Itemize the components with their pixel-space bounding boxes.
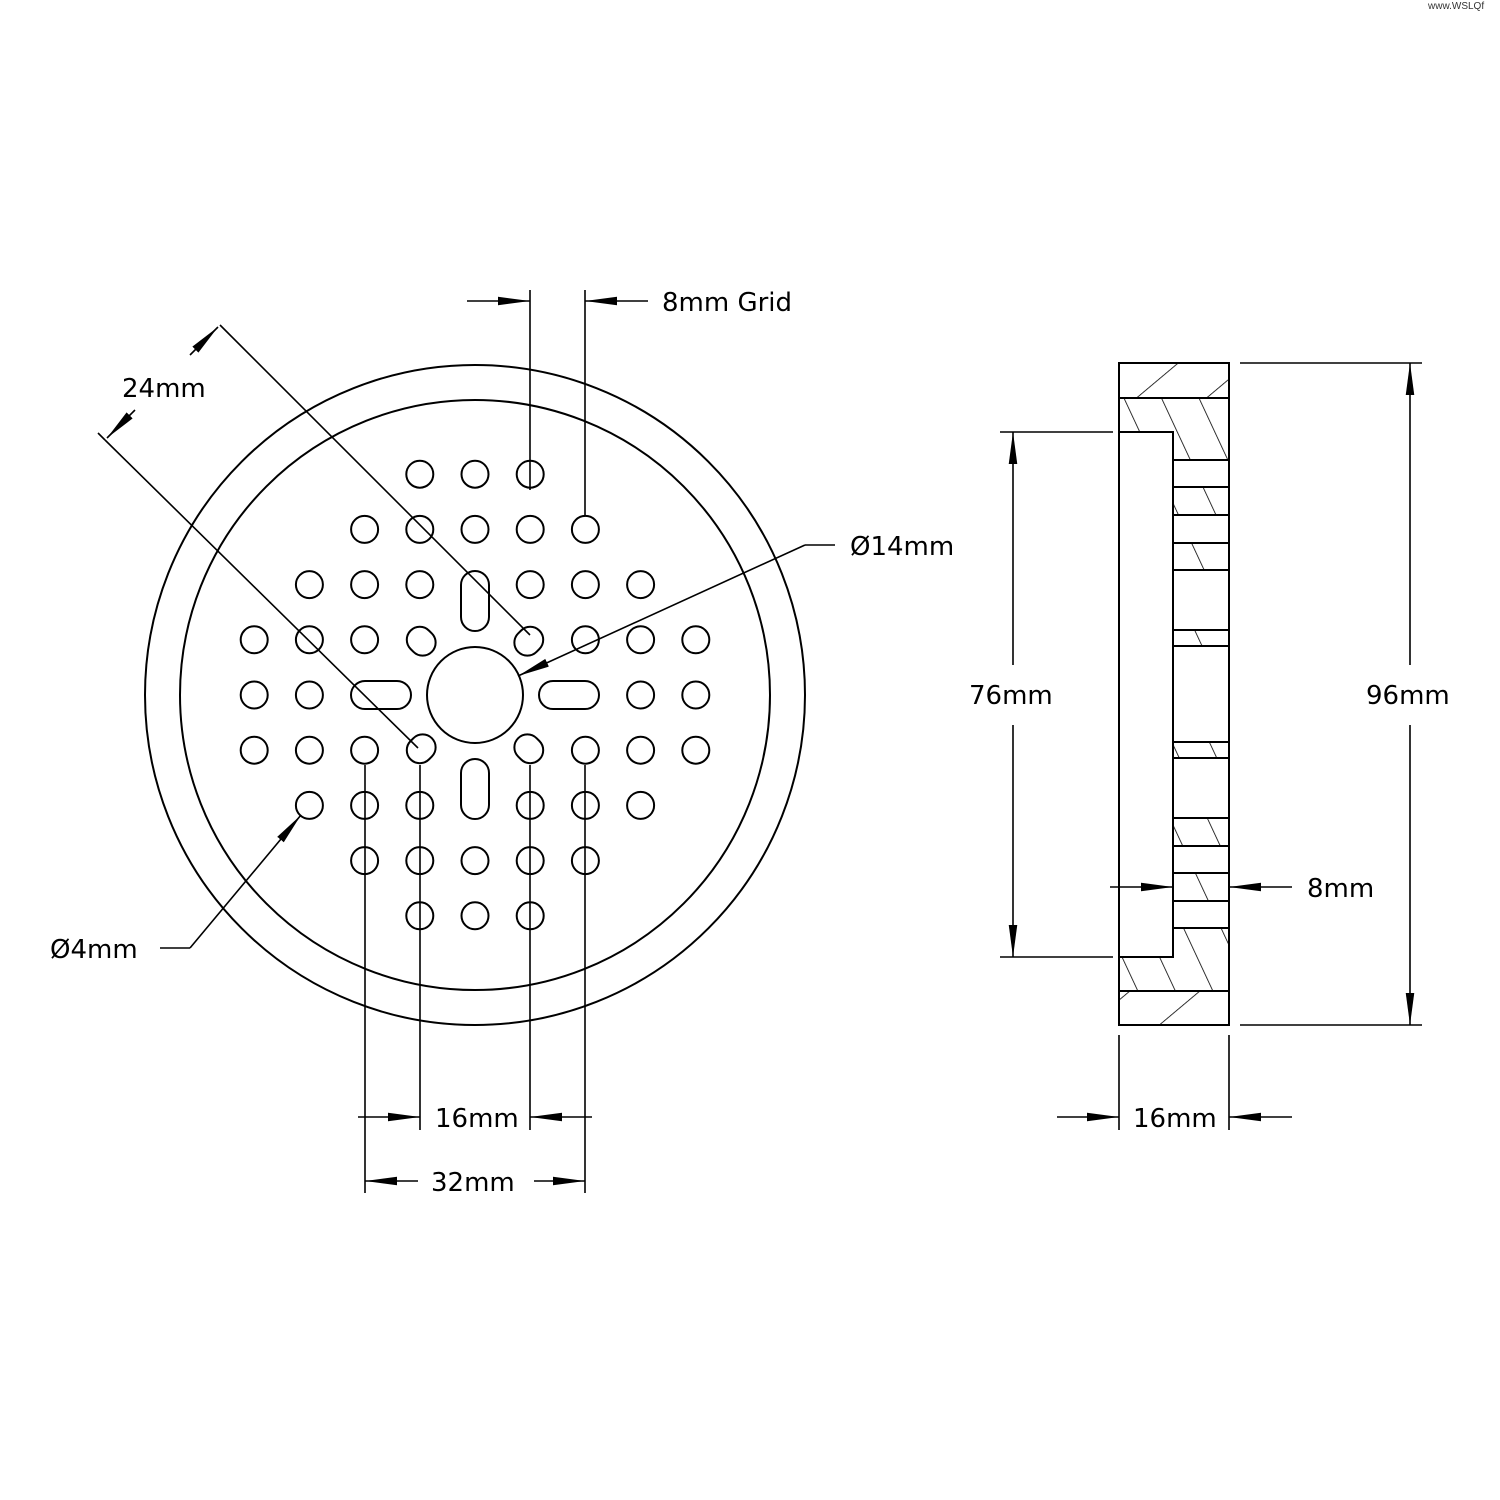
grid-dimension: 8mm Grid [467,288,792,515]
mounting-hole [239,735,269,765]
mounting-hole [294,570,324,600]
mounting-hole [513,733,545,765]
recess-label: 76mm [969,681,1053,711]
section-web [1172,741,1230,759]
outer-rim [144,364,806,1026]
hub-hole [426,646,524,744]
mounting-hole [681,625,711,655]
mounting-hole [513,625,545,657]
mounting-hole [570,570,600,600]
mounting-hole [350,570,380,600]
slot-bottom [460,758,490,820]
mounting-hole [405,570,435,600]
inner-rim [179,399,771,991]
diagonal-dimension: 24mm [97,324,531,749]
watermark: www.WSLQf [1427,1,1484,12]
mounting-hole [460,459,490,489]
inner-spacing-label: 16mm [435,1104,519,1134]
mounting-hole [515,514,545,544]
mounting-hole [460,514,490,544]
mounting-hole [460,846,490,876]
mounting-hole [350,514,380,544]
mounting-hole [405,459,435,489]
mounting-hole [460,901,490,931]
mounting-hole [350,625,380,655]
section-web [1172,542,1230,571]
outer-spacing-label: 32mm [431,1168,515,1198]
mounting-hole [681,680,711,710]
mounting-hole [294,790,324,820]
mounting-hole [681,735,711,765]
mounting-hole [405,733,437,765]
width-label: 16mm [1133,1104,1217,1134]
hub-label: Ø14mm [850,532,954,562]
section-view [1118,362,1230,1026]
slot-top [460,570,490,632]
hub-leader: Ø14mm [517,532,954,677]
web-label: 8mm [1307,874,1374,904]
mounting-hole [405,625,437,657]
grid-label: 8mm Grid [662,288,792,318]
section-web [1172,872,1230,902]
section-web [1172,817,1230,847]
mounting-hole [626,790,656,820]
mounting-hole [515,570,545,600]
section-dimensions: 96mm 76mm 8mm 16mm [969,362,1450,1134]
mounting-hole [294,680,324,710]
mounting-hole [239,680,269,710]
mounting-hole [294,735,324,765]
spacing-dimensions: 16mm 32mm [358,765,592,1198]
mounting-hole [626,625,656,655]
mounting-hole [350,735,380,765]
outer-diameter-label: 96mm [1366,681,1450,711]
mounting-hole [239,625,269,655]
hole-pattern [239,459,711,931]
mounting-hole [294,625,324,655]
mounting-hole [570,514,600,544]
section-web [1172,629,1230,647]
diagonal-label: 24mm [122,374,206,404]
slot-right [538,680,600,710]
slot-left [350,680,412,710]
mounting-hole [626,570,656,600]
mounting-hole [626,680,656,710]
section-web [1172,486,1230,516]
mounting-hole [570,735,600,765]
hole-label: Ø4mm [50,935,138,965]
mounting-hole [626,735,656,765]
hole-leader: Ø4mm [50,814,302,965]
mounting-hole [405,514,435,544]
front-view [144,364,806,1026]
